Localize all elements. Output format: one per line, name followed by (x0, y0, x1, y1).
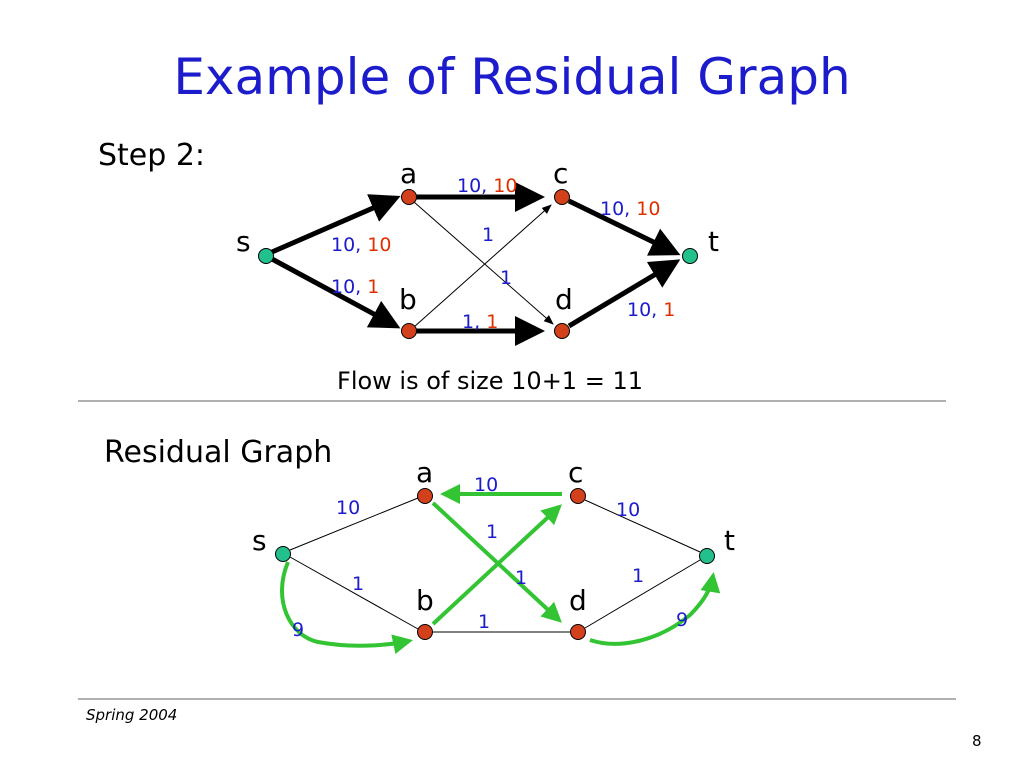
flow-size-text: Flow is of size 10+1 = 11 (337, 367, 643, 395)
node-label-c: c (553, 157, 568, 190)
residual-edge-d-t (584, 559, 701, 629)
residual-node-label-a: a (416, 456, 433, 489)
node-b (401, 323, 417, 339)
residual-edge-s-a (289, 497, 419, 551)
residual-node-a (417, 488, 433, 504)
residual-edge-label-s-b: 1 (352, 573, 364, 595)
residual-edge-c-t (584, 499, 701, 553)
residual-node-s (275, 546, 291, 562)
residual-edge-label-t-d: 9 (676, 609, 688, 631)
edge-b-c (413, 204, 552, 328)
node-label-a: a (400, 157, 417, 190)
edge-label-a-c: 10, 10 (457, 175, 517, 197)
node-s (258, 248, 274, 264)
residual-node-label-s: s (252, 524, 267, 557)
slide-title: Example of Residual Graph (173, 48, 851, 106)
step-label: Step 2: (98, 138, 206, 173)
residual-edge-label-b-d: 1 (478, 611, 490, 633)
residual-edge-b-c (431, 504, 562, 626)
node-label-s: s (236, 225, 251, 258)
edge-label-s-b: 10, 1 (331, 276, 379, 298)
residual-graph-label: Residual Graph (104, 435, 333, 470)
edge-label-a-d: 1 (500, 267, 512, 289)
residual-edge-label-d-t: 1 (632, 565, 644, 587)
edge-label-b-d: 1, 1 (462, 311, 498, 333)
residual-edge-label-c-t: 10 (616, 499, 640, 521)
page-number: 8 (972, 732, 982, 750)
residual-node-b (417, 624, 433, 640)
edge-label-b-c: 1 (482, 224, 494, 246)
node-label-b: b (399, 283, 417, 316)
edge-label-s-a: 10, 10 (331, 234, 391, 256)
residual-node-t (699, 548, 715, 564)
residual-graph: s a b c d t 10 10 10 1 1 1 1 1 9 9 (252, 456, 735, 655)
residual-edge-label-b-c: 1 (486, 521, 498, 543)
edge-c-t (567, 198, 681, 256)
residual-edge-label-a-d: 1 (515, 567, 527, 589)
residual-node-c (570, 488, 586, 504)
residual-node-label-t: t (724, 524, 735, 557)
residual-edge-t-d (589, 572, 721, 646)
node-d (554, 323, 570, 339)
footer-date: Spring 2004 (86, 706, 178, 724)
node-t (682, 248, 698, 264)
node-label-t: t (708, 225, 719, 258)
node-label-d: d (555, 283, 573, 316)
edge-d-t (567, 259, 681, 329)
edge-label-d-t: 10, 1 (627, 299, 675, 321)
residual-node-label-c: c (568, 456, 583, 489)
edge-s-b (270, 256, 401, 329)
residual-edge-s-b (289, 556, 419, 630)
residual-node-label-d: d (569, 584, 587, 617)
residual-edge-label-b-s: 9 (292, 619, 304, 641)
edge-s-a (271, 194, 401, 255)
residual-node-label-b: b (416, 584, 434, 617)
residual-edge-a-d (431, 501, 562, 623)
residual-edge-label-s-a: 10 (336, 497, 360, 519)
residual-edge-b-s (280, 561, 413, 655)
node-c (554, 189, 570, 205)
top-graph: s a b c d t 10, 10 10, 10 10, 10 10, 1 1… (236, 157, 719, 346)
edge-label-c-t: 10, 10 (600, 198, 660, 220)
residual-node-d (570, 624, 586, 640)
edge-a-d (413, 201, 554, 325)
node-a (401, 189, 417, 205)
residual-edge-label-c-a: 10 (474, 474, 498, 496)
